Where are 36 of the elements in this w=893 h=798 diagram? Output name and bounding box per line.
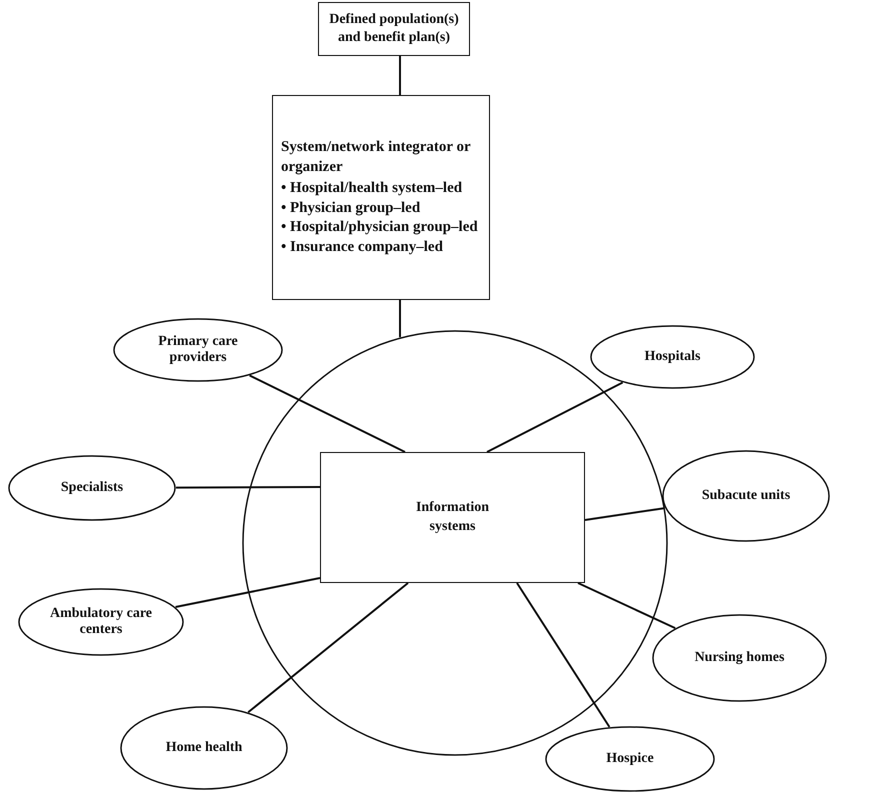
node-label: Home health [166,740,242,756]
provider-ellipse [662,450,830,542]
connector-line [399,56,401,95]
node-label: Specialists [60,480,124,496]
bullet-item: • Hospital/physician group–led [281,218,478,237]
box-heading: System/network integrator or organizer [281,138,472,176]
node-label: Nursing homes [694,650,784,666]
node-label: Primary care providers [157,334,239,366]
node-label: Information systems [414,499,490,536]
provider-ellipse [8,455,176,521]
node-label: Defined population(s) and benefit plan(s) [328,10,460,47]
integrator-box [272,95,490,300]
node-label: Subacute units [702,488,790,504]
connector-line [175,577,320,608]
provider-ellipse [545,726,715,792]
bullet-item: • Physician group–led [281,198,420,218]
provider-ellipse [652,614,827,702]
node-label: Hospitals [644,348,700,366]
provider-ellipse [120,706,288,790]
node-label: Ambulatory care centers [50,606,152,638]
connector-line [176,486,320,489]
provider-ellipse [18,588,184,656]
connector-line [486,382,624,453]
connector-line [249,374,406,453]
connector-line [516,582,610,728]
connector-line [578,582,676,630]
connector-line [399,300,401,338]
plan-box [318,2,470,56]
connector-line [248,582,409,714]
node-label: Hospice [606,750,654,768]
bullet-item: • Hospital/health system–led [281,179,462,198]
bullet-item: • Insurance company–led [281,238,443,256]
information-box [320,452,585,583]
provider-ellipse [590,325,755,389]
provider-ellipse [113,318,283,382]
connector-line [584,507,666,521]
